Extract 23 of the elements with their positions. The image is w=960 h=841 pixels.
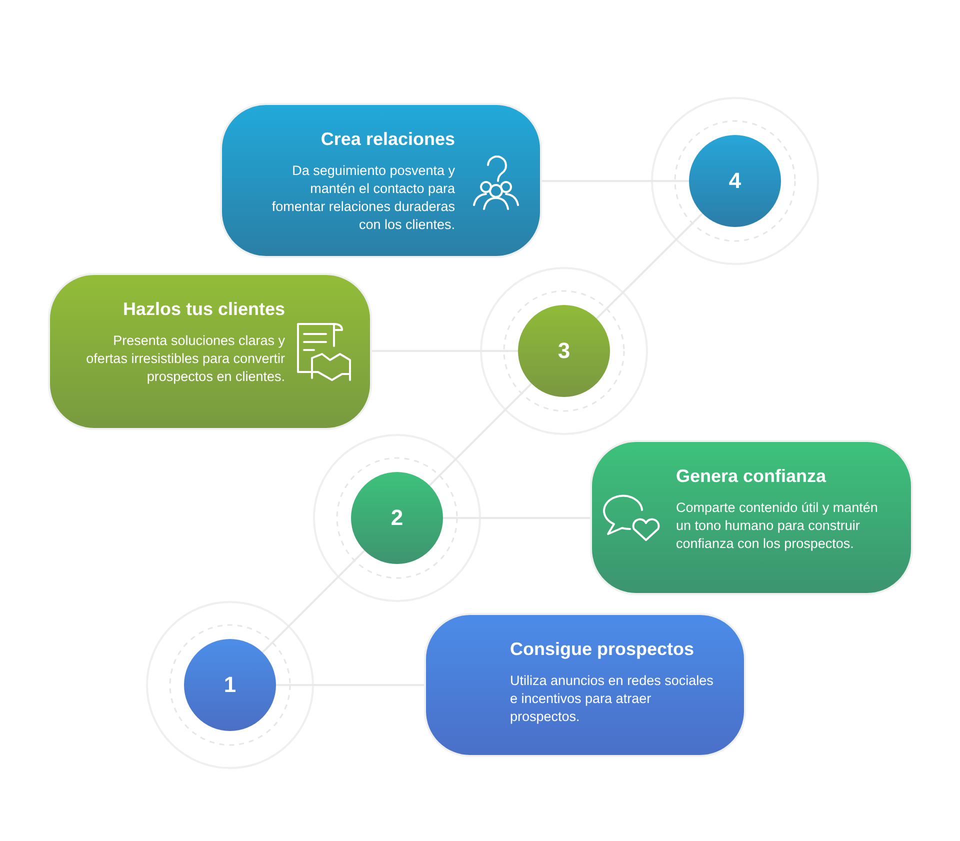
step-number: 1 bbox=[224, 672, 236, 698]
step-card bbox=[220, 103, 542, 258]
step-number-circle bbox=[689, 135, 781, 227]
card-description: Comparte contenido útil y mantén un tono humano para construir confianza con los prospectos. bbox=[676, 499, 879, 553]
card-description: Presenta soluciones claras y ofertas irresistibles para convertir prospectos en clientes. bbox=[85, 332, 285, 386]
step-number-circle bbox=[184, 639, 276, 731]
card-description: Utiliza anuncios en redes sociales e incentivos para atraer prospectos. bbox=[510, 672, 714, 726]
card-description: Da seguimiento posventa y mantén el contacto para fomentar relaciones duraderas con los clientes. bbox=[270, 162, 455, 234]
step-number: 2 bbox=[390, 505, 404, 531]
connector-line bbox=[262, 550, 366, 654]
step-number: 4 bbox=[728, 168, 742, 194]
connector-line bbox=[428, 382, 532, 486]
connector-line bbox=[596, 212, 704, 320]
step-card bbox=[590, 440, 913, 595]
card-heading: Consigue prospectos bbox=[510, 639, 696, 660]
step-card bbox=[48, 273, 372, 430]
card-heading: Hazlos tus clientes bbox=[122, 299, 285, 320]
step-number-circle bbox=[351, 472, 443, 564]
step-card bbox=[424, 613, 746, 757]
card-heading: Crea relaciones bbox=[320, 129, 455, 150]
step-number: 3 bbox=[558, 338, 570, 364]
card-heading: Genera confianza bbox=[676, 466, 828, 487]
step-number-circle bbox=[518, 305, 610, 397]
